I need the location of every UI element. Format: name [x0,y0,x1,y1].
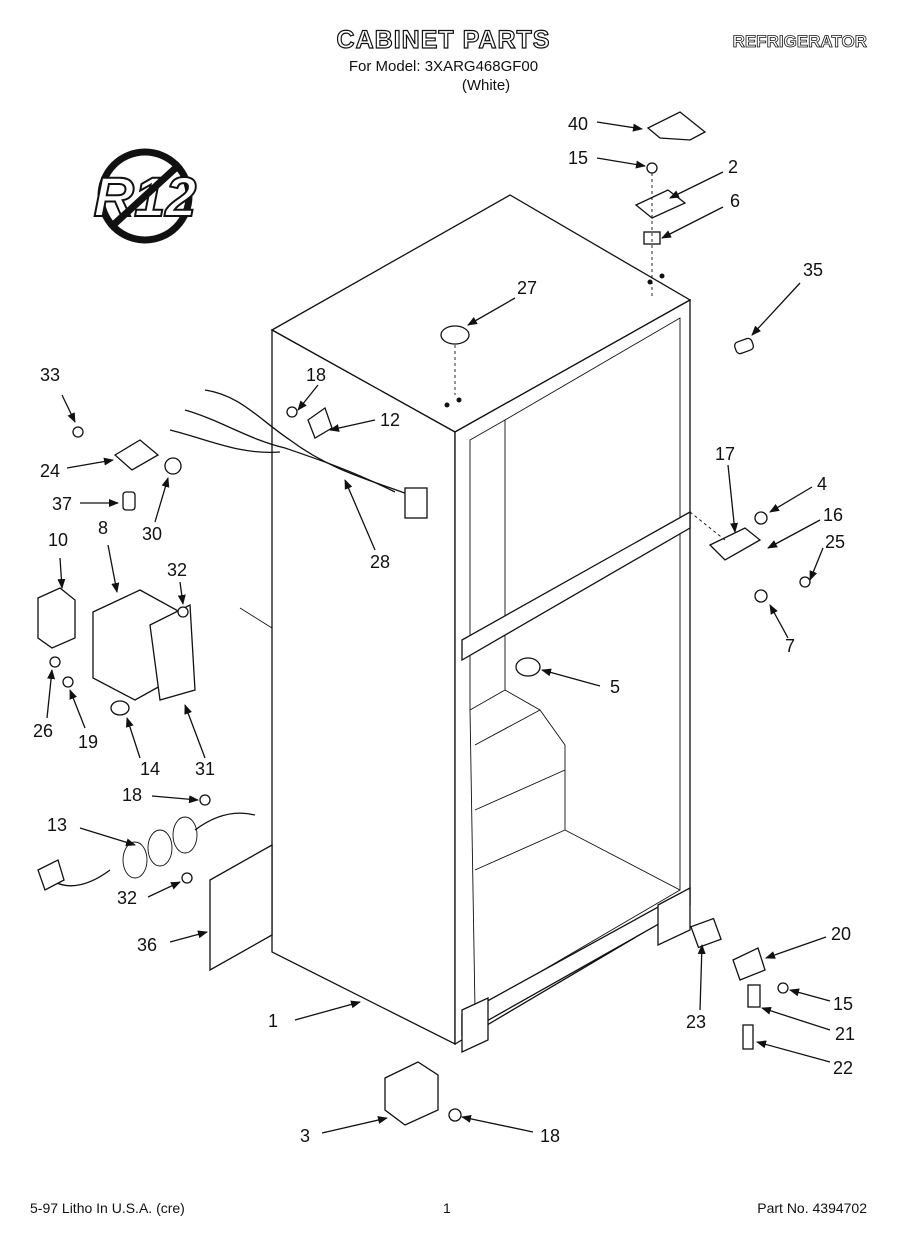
callout-4: 4 [817,474,827,494]
control-housing-part [37,587,196,716]
cabinet-shell [239,194,692,1054]
hinge-cover-part [646,111,707,141]
callout-2: 2 [728,157,738,177]
callout-23: 23 [686,1012,706,1032]
bottom-hinge-part [690,917,789,1050]
footer-part-number: Part No. 4394702 [757,1200,867,1216]
color-line: (White) [461,77,511,94]
callout-18: 18 [540,1126,560,1146]
power-cord-part [37,794,256,891]
no-r12-badge: R12 [93,148,197,244]
callout-33: 33 [40,365,60,385]
callout-6: 6 [730,191,740,211]
light-socket-part [72,426,182,511]
callout-7: 7 [785,636,795,656]
callout-35: 35 [803,260,823,280]
callout-18: 18 [306,365,326,385]
cover-panel-part [181,843,273,972]
callout-40: 40 [568,114,588,134]
callout-14: 14 [140,759,160,779]
plug-button-part [440,325,470,395]
wire-harness-part [169,389,428,519]
footer-litho-note: 5-97 Litho In U.S.A. (cre) [30,1200,185,1216]
callout-18: 18 [122,785,142,805]
callout-36: 36 [137,935,157,955]
callout-30: 30 [142,524,162,544]
callout-5: 5 [610,677,620,697]
model-line: For Model: 3XARG468GF00 [348,58,539,75]
callout-12: 12 [380,410,400,430]
callout-27: 27 [517,278,537,298]
callout-1: 1 [268,1011,278,1031]
leader-lines [46,121,831,1134]
footer-page-number: 1 [443,1200,451,1216]
door-hinge-part [689,511,811,603]
callout-8: 8 [98,518,108,538]
callout-13: 13 [47,815,67,835]
callout-10: 10 [48,530,68,550]
callout-32: 32 [117,888,137,908]
callout-37: 37 [52,494,72,514]
leveler-part [384,1061,462,1126]
door-stop-part [515,657,541,677]
hinge-pin-cover-part [733,337,755,355]
callout-22: 22 [833,1058,853,1078]
callout-20: 20 [831,924,851,944]
callout-25: 25 [825,532,845,552]
category-label: REFRIGERATOR [732,32,867,52]
callout-15: 15 [833,994,853,1014]
callout-21: 21 [835,1024,855,1044]
callout-15: 15 [568,148,588,168]
callout-31: 31 [195,759,215,779]
callout-19: 19 [78,732,98,752]
page-title: CABINET PARTS [336,25,551,54]
callout-26: 26 [33,721,53,741]
callout-32: 32 [167,560,187,580]
callout-labels: 40 15 2 6 35 27 18 12 28 33 24 37 30 10 … [33,114,855,1146]
callout-28: 28 [370,552,390,572]
callout-16: 16 [823,505,843,525]
callout-24: 24 [40,461,60,481]
callout-17: 17 [715,444,735,464]
callout-3: 3 [300,1126,310,1146]
